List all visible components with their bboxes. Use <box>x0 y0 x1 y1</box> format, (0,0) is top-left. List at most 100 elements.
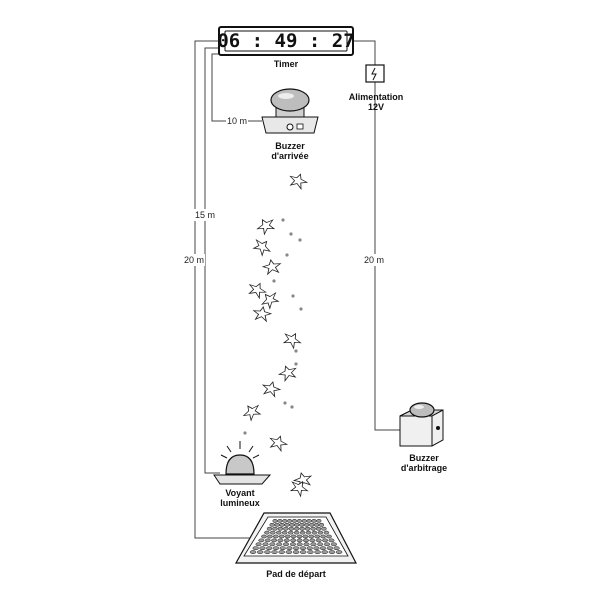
pad-hole <box>255 542 262 547</box>
cable-timer-to-pad <box>194 40 270 539</box>
power-label-line2: 12V <box>367 102 384 112</box>
pad-hole <box>314 534 321 539</box>
footprint-icon <box>256 218 276 236</box>
power-label: Alimentation 12V <box>336 92 416 112</box>
pad-hole <box>333 546 340 551</box>
pad-hole <box>283 526 289 531</box>
pad-hole <box>284 534 291 539</box>
cable-timer-to-finish-buzzer <box>211 53 262 122</box>
pad-hole <box>279 546 286 551</box>
cable-power-to-referee-buzzer <box>374 82 400 431</box>
pad-hole <box>294 526 300 531</box>
footprint-icon <box>282 332 302 350</box>
pad-hole <box>267 534 273 539</box>
footprint-icon <box>277 365 297 383</box>
pad-hole <box>299 550 307 554</box>
footprint-dot <box>289 232 293 236</box>
distance-timer-to-finish: 10 m <box>226 115 249 127</box>
power-label-line1: Alimentation <box>348 92 404 102</box>
pad-hole <box>258 538 265 543</box>
pad-hole <box>287 530 294 535</box>
pad-hole <box>289 522 295 527</box>
footprint-icon <box>261 258 282 276</box>
pad-hole <box>315 526 322 531</box>
pad-hole <box>321 526 327 531</box>
pad-hole <box>293 546 300 551</box>
footprint-dot <box>298 238 302 242</box>
pad-hole <box>322 538 329 543</box>
pad-hole <box>282 519 288 523</box>
pad-hole <box>326 546 334 551</box>
footprint-dot <box>283 401 287 405</box>
pad-hole <box>299 522 305 527</box>
pad-hole <box>266 546 273 551</box>
pad-hole <box>261 534 267 539</box>
pad-hole <box>307 550 314 554</box>
pad-hole <box>299 530 306 535</box>
timer-device: 06 : 49 : 27 <box>217 26 355 56</box>
distance-timer-to-light: 15 m <box>194 209 217 221</box>
pad-hole <box>305 530 312 535</box>
pad-hole <box>311 519 317 523</box>
finish-buzzer-device <box>261 88 319 134</box>
pad-hole <box>277 526 284 531</box>
pad-hole <box>304 526 311 531</box>
pad-hole <box>277 519 283 523</box>
pad-hole <box>259 546 266 551</box>
footprint-dot <box>281 218 285 222</box>
pad-hole <box>272 546 280 551</box>
distance-power-to-referee: 20 m <box>363 254 386 266</box>
pad-hole <box>296 542 303 547</box>
pad-hole <box>269 542 276 547</box>
pad-hole <box>278 550 285 554</box>
pad-hole <box>274 522 280 527</box>
referee-buzzer-device <box>399 402 444 447</box>
pad-hole <box>292 519 297 523</box>
pad-hole <box>304 522 310 527</box>
pad-hole <box>269 522 275 527</box>
pad-hole <box>310 526 316 531</box>
light-label: Voyant lumineux <box>202 488 278 508</box>
pad-hole <box>330 542 337 547</box>
pad-hole <box>252 546 259 551</box>
pad-hole <box>328 538 335 543</box>
pad-hole <box>309 538 316 543</box>
pad-hole <box>303 542 310 547</box>
footprint-icon <box>289 173 309 191</box>
pad-hole <box>313 546 320 551</box>
footprint-icon <box>242 404 262 422</box>
referee-buzzer-label-line2: d'arbitrage <box>400 463 448 473</box>
pad-hole <box>278 534 285 539</box>
pad-hole <box>320 534 326 539</box>
power-supply-device <box>365 64 385 83</box>
pad-hole <box>294 522 300 527</box>
pad-hole <box>328 550 336 554</box>
pad-hole <box>319 546 327 551</box>
light-rays-icon <box>220 441 260 459</box>
pad-hole <box>306 519 312 523</box>
pad-hole <box>303 538 309 543</box>
pad-hole <box>308 534 315 539</box>
timer-display: 06 : 49 : 27 <box>217 30 354 52</box>
pad-hole <box>285 550 293 554</box>
pad-hole <box>282 542 290 547</box>
pad-hole <box>315 538 322 543</box>
pad-hole <box>290 538 297 543</box>
pad-hole <box>276 542 283 547</box>
pad-hole <box>318 522 325 527</box>
footprint-icon <box>261 292 280 310</box>
footprint-icon <box>289 480 309 498</box>
pad-hole <box>306 546 313 551</box>
start-pad-device <box>234 512 357 564</box>
footprint-icon <box>269 435 289 453</box>
finish-buzzer-label-line1: Buzzer <box>275 141 305 151</box>
pad-hole <box>290 534 297 539</box>
footprint-icon <box>261 381 282 398</box>
pad-hole <box>271 538 278 543</box>
footprint-dots <box>243 218 303 435</box>
footprint-icon <box>252 305 273 323</box>
pad-hole <box>289 542 296 547</box>
pad-hole <box>324 542 331 547</box>
